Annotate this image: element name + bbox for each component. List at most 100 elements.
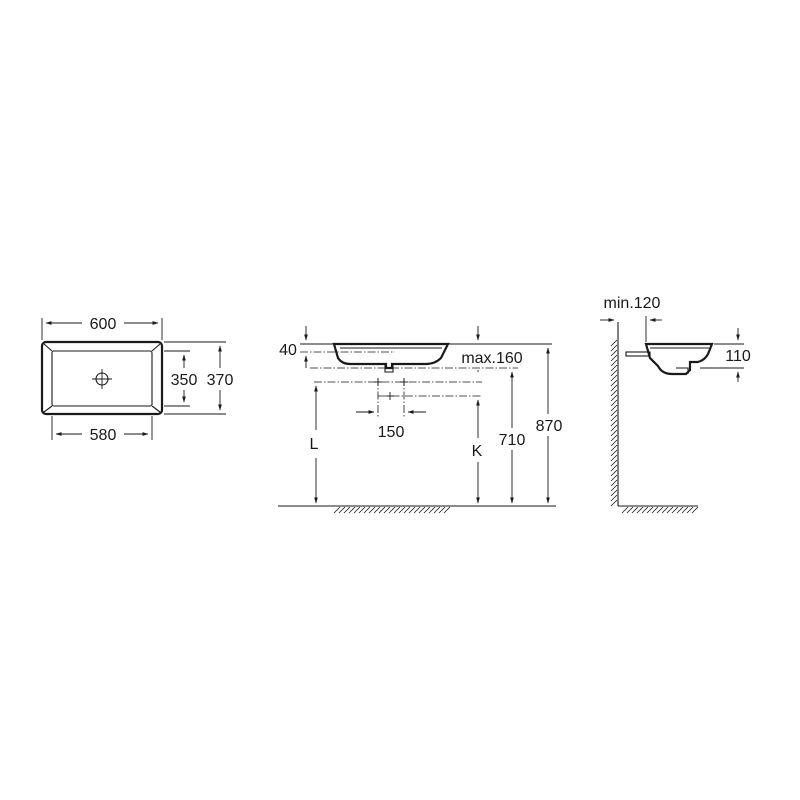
hatch-mark [368, 506, 376, 514]
dim-side-height: 110 [725, 348, 751, 365]
hatch-mark [631, 506, 639, 514]
hatch-mark [610, 444, 618, 452]
dim-height-L: L [310, 436, 319, 453]
hatch-mark [610, 414, 618, 422]
dim-rim-height: 40 [279, 342, 297, 359]
hatch-mark [610, 409, 618, 417]
hatch-mark [610, 434, 618, 442]
corner-line [43, 343, 53, 352]
basin-side-profile [644, 342, 714, 376]
hatch-mark [343, 506, 351, 514]
hatch-mark [610, 364, 618, 372]
hatch-mark [610, 499, 618, 507]
hatch-mark [338, 506, 346, 514]
dim-max-depth: max.160 [461, 350, 522, 367]
waste-body [676, 367, 689, 374]
hatch-mark [610, 469, 618, 477]
hatch-mark [363, 506, 371, 514]
connection-point-icon [374, 378, 382, 386]
corner-line [151, 405, 161, 413]
hatch-mark [610, 424, 618, 432]
hatch-mark [433, 506, 441, 514]
hatch-mark [641, 506, 649, 514]
hatch-mark [610, 354, 618, 362]
hatch-mark [373, 506, 381, 514]
hatch-mark [398, 506, 406, 514]
hatch-mark [636, 506, 644, 514]
hatch-mark [610, 484, 618, 492]
dim-overall-depth: 370 [207, 372, 234, 389]
front-view: 40 max.160 150 L K 710 870 [278, 326, 563, 514]
hatch-mark [651, 506, 659, 514]
side-view: min.120 110 [600, 295, 751, 514]
hatch-mark [378, 506, 386, 514]
basin-outer-outline [40, 340, 164, 416]
hatch-mark [403, 506, 411, 514]
dim-height-870: 870 [536, 418, 563, 435]
floor-hatching [333, 506, 451, 514]
hatch-mark [676, 506, 684, 514]
dim-basin-width: 580 [90, 427, 117, 444]
hatch-mark [671, 506, 679, 514]
floor-hatching [621, 506, 699, 514]
hatch-mark [408, 506, 416, 514]
hatch-mark [610, 439, 618, 447]
hatch-mark [626, 506, 634, 514]
hatch-mark [610, 389, 618, 397]
hatch-mark [661, 506, 669, 514]
hatch-mark [423, 506, 431, 514]
hatch-mark [691, 506, 699, 514]
hatch-mark [621, 506, 629, 514]
hatch-mark [610, 399, 618, 407]
hatch-mark [348, 506, 356, 514]
top-view: 600 580 350 370 [40, 316, 234, 444]
dim-overall-width: 600 [90, 316, 117, 333]
hatch-mark [443, 506, 451, 514]
dim-height-710: 710 [499, 432, 526, 449]
hatch-mark [610, 459, 618, 467]
hatch-mark [610, 404, 618, 412]
hatch-mark [428, 506, 436, 514]
hatch-mark [610, 384, 618, 392]
hatch-mark [610, 489, 618, 497]
hatch-mark [353, 506, 361, 514]
dim-waste-offset: 150 [378, 424, 405, 441]
hatch-mark [610, 429, 618, 437]
dim-height-K: K [472, 443, 483, 460]
dim-wall-clearance: min.120 [604, 295, 661, 312]
hatch-mark [610, 449, 618, 457]
hatch-mark [610, 339, 618, 347]
hatch-mark [388, 506, 396, 514]
hatch-mark [610, 454, 618, 462]
hatch-mark [610, 374, 618, 382]
drain-icon [92, 369, 112, 389]
wall-hatching [610, 339, 618, 507]
hatch-mark [358, 506, 366, 514]
corner-line [43, 405, 53, 413]
hatch-mark [333, 506, 341, 514]
hatch-mark [610, 419, 618, 427]
hatch-mark [610, 494, 618, 502]
hatch-mark [413, 506, 421, 514]
hatch-mark [666, 506, 674, 514]
corner-line [151, 343, 161, 352]
hatch-mark [610, 464, 618, 472]
hatch-mark [686, 506, 694, 514]
hatch-mark [646, 506, 654, 514]
hatch-mark [610, 359, 618, 367]
hatch-mark [610, 379, 618, 387]
connection-point-icon [400, 378, 408, 386]
waste-pipe [625, 351, 651, 357]
connection-point-icon [386, 392, 394, 400]
basin-inner-outline [51, 350, 153, 407]
hatch-mark [393, 506, 401, 514]
hatch-mark [610, 479, 618, 487]
hatch-mark [438, 506, 446, 514]
hatch-mark [610, 344, 618, 352]
hatch-mark [610, 369, 618, 377]
hatch-mark [656, 506, 664, 514]
hatch-mark [610, 394, 618, 402]
hatch-mark [681, 506, 689, 514]
hatch-mark [418, 506, 426, 514]
